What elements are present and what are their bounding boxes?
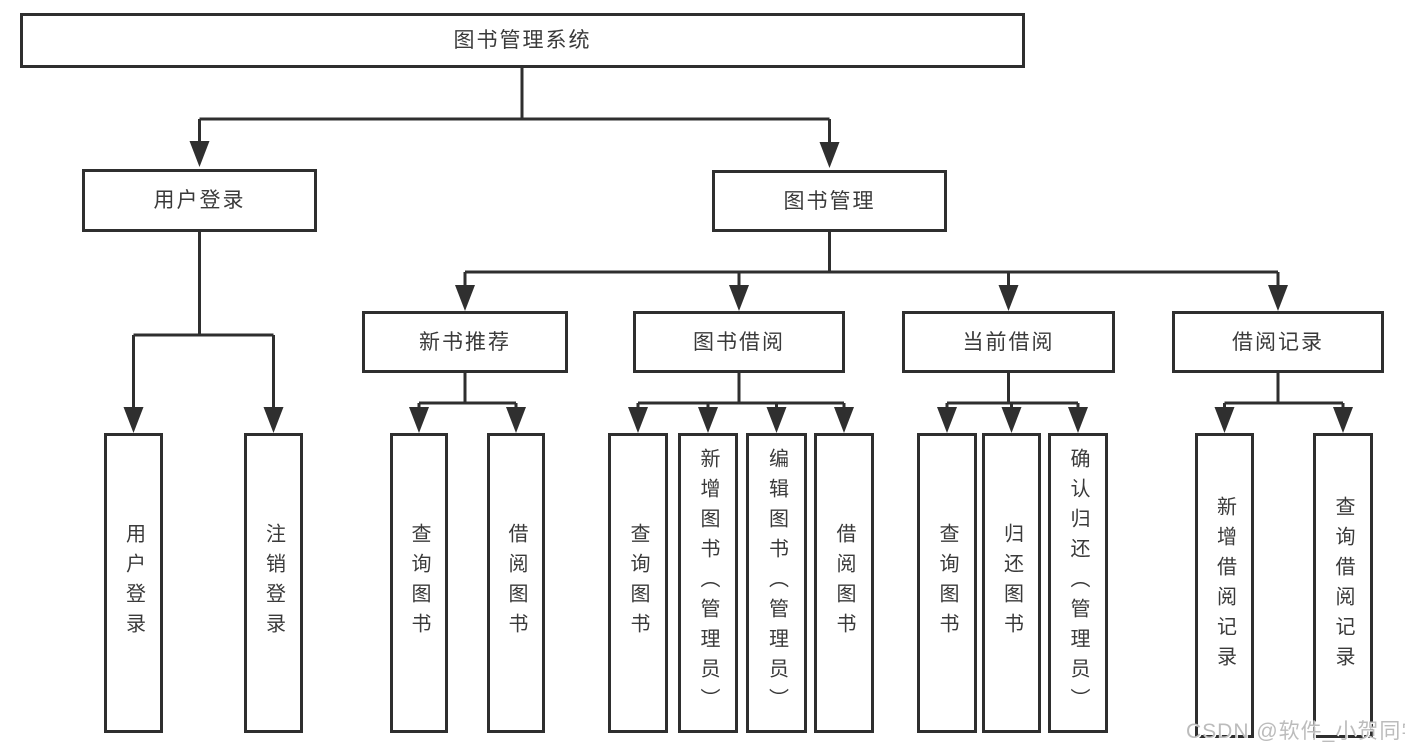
leaf-label: 确认归还（管理员） xyxy=(1067,448,1089,718)
leaf-user-login: 用户登录 xyxy=(104,433,163,733)
node-label: 新书推荐 xyxy=(419,330,511,354)
leaf-label: 编辑图书（管理员） xyxy=(765,448,788,718)
leaf-logout: 注销登录 xyxy=(244,433,303,733)
leaf-label: 新增图书（管理员） xyxy=(697,448,719,718)
node-label: 借阅记录 xyxy=(1232,330,1324,354)
leaf-label: 注销登录 xyxy=(262,523,285,643)
leaf-label: 查询借阅记录 xyxy=(1332,495,1354,676)
leaf-label: 新增借阅记录 xyxy=(1213,495,1236,676)
node-book-borrowing: 图书借阅 xyxy=(633,311,845,373)
node-label: 当前借阅 xyxy=(962,330,1055,354)
leaf-label: 查询图书 xyxy=(936,523,958,643)
leaf-add-borrow-record: 新增借阅记录 xyxy=(1195,433,1254,738)
arrowheads xyxy=(123,141,1353,433)
node-label: 图书管理 xyxy=(783,189,876,213)
leaf-query-books: 查询图书 xyxy=(608,433,668,733)
leaf-return-books: 归还图书 xyxy=(982,433,1041,733)
node-borrowing-records: 借阅记录 xyxy=(1172,311,1384,373)
leaf-query-borrow-record: 查询借阅记录 xyxy=(1313,433,1373,738)
leaf-label: 借阅图书 xyxy=(505,523,527,643)
leaf-label: 归还图书 xyxy=(1000,523,1023,643)
leaf-edit-books-admin: 编辑图书（管理员） xyxy=(746,433,807,733)
leaf-label: 查询图书 xyxy=(408,523,430,643)
node-user-login: 用户登录 xyxy=(82,169,317,232)
leaf-query-books: 查询图书 xyxy=(917,433,977,733)
node-label: 图书借阅 xyxy=(693,330,785,354)
node-new-book-recommendation: 新书推荐 xyxy=(362,311,568,373)
leaf-label: 用户登录 xyxy=(122,523,145,643)
node-label: 用户登录 xyxy=(153,189,246,212)
node-book-management: 图书管理 xyxy=(712,170,947,232)
node-label: 图书管理系统 xyxy=(453,29,592,52)
leaf-borrow-books: 借阅图书 xyxy=(814,433,874,733)
leaf-confirm-return-admin: 确认归还（管理员） xyxy=(1048,433,1108,733)
node-library-management-system: 图书管理系统 xyxy=(20,13,1025,68)
leaf-query-books: 查询图书 xyxy=(390,433,448,733)
leaf-label: 查询图书 xyxy=(627,523,649,643)
leaf-add-books-admin: 新增图书（管理员） xyxy=(678,433,738,733)
csdn-watermark: CSDN @软件_小贺同学 xyxy=(1186,720,1405,743)
leaf-label: 借阅图书 xyxy=(833,523,855,643)
leaf-borrow-books: 借阅图书 xyxy=(487,433,545,733)
node-current-borrowing: 当前借阅 xyxy=(902,311,1115,373)
